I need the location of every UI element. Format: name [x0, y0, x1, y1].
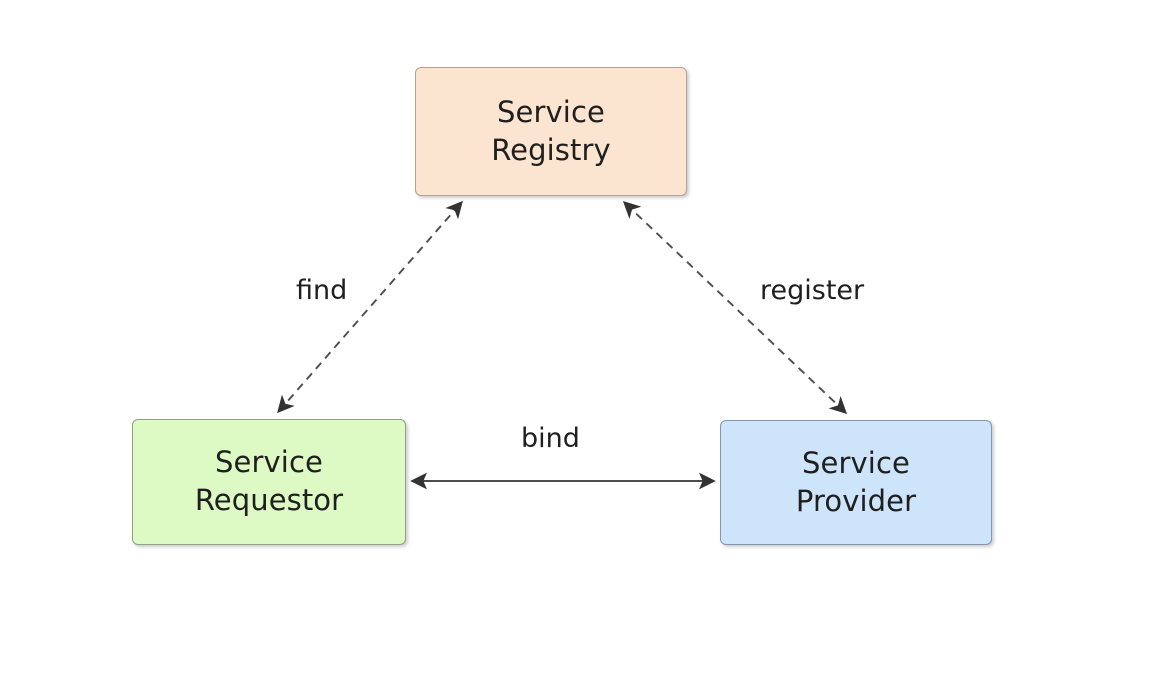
edge-label-register: register — [755, 274, 870, 307]
edge-register-line — [622, 201, 848, 414]
node-service-provider[interactable]: Service Provider — [720, 420, 992, 545]
edge-find-line — [277, 200, 463, 414]
node-service-registry-label: Service Registry — [491, 94, 611, 167]
node-service-registry[interactable]: Service Registry — [415, 67, 687, 196]
node-service-provider-label: Service Provider — [795, 445, 917, 518]
edge-label-find: find — [291, 274, 353, 307]
node-service-requestor[interactable]: Service Requestor — [132, 419, 406, 545]
node-service-requestor-label: Service Requestor — [194, 445, 344, 517]
edge-label-bind: bind — [516, 422, 585, 455]
